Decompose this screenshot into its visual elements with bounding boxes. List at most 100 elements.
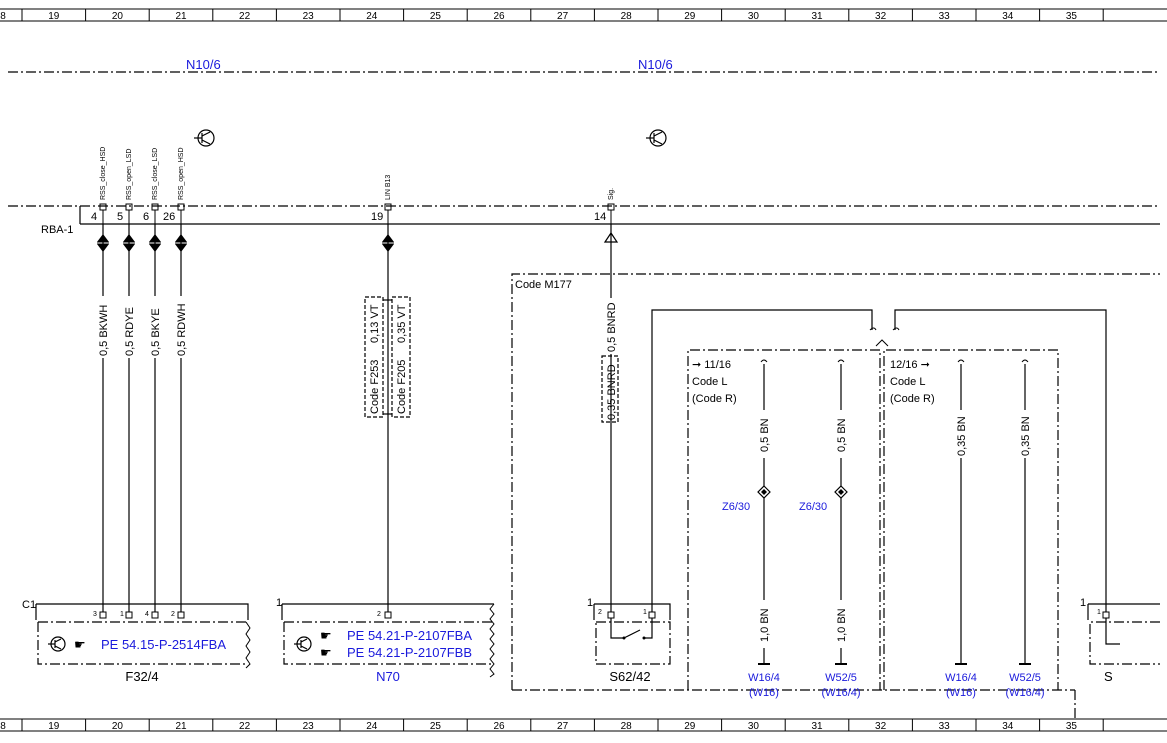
connector-label: 1 [276, 597, 282, 609]
ruler-column-label: 21 [175, 11, 187, 22]
ground-label[interactable]: W16/4 [945, 672, 977, 684]
pin-number: 26 [163, 211, 175, 223]
ruler-column-label: 22 [239, 721, 251, 732]
svg-text:2: 2 [598, 609, 602, 616]
pin-signal: Sig. [608, 188, 615, 200]
splice-icon [757, 485, 771, 499]
wire-label: 0,5 RDYE [124, 307, 136, 356]
ground-label-alt[interactable]: (W16/4) [1005, 687, 1044, 699]
splice-icon [834, 485, 848, 499]
code-box-outline [511, 273, 1160, 690]
component-name[interactable]: N70 [376, 669, 400, 684]
ruler-column-label: 24 [366, 721, 378, 732]
pin-signal: RSS_open_LSD [126, 149, 133, 200]
ruler-column-label: 22 [239, 11, 251, 22]
module-label-left[interactable]: N10/6 [186, 57, 221, 72]
branch-ref: 12/16 ➞ [890, 359, 930, 371]
ruler-column-label: 30 [748, 721, 760, 732]
pin-number: 6 [143, 211, 149, 223]
wire-label: 0,5 BKYE [150, 308, 162, 356]
pin-terminals [99, 203, 615, 224]
splice-label[interactable]: Z6/30 [722, 501, 750, 513]
ruler-column-label: 26 [493, 11, 505, 22]
pin-signal: RSS_close_LSD [152, 148, 159, 200]
branch-ref: ➞ 11/16 [692, 359, 731, 371]
ruler-column-label: 20 [112, 11, 124, 22]
ground-label[interactable]: W52/5 [1009, 672, 1041, 684]
reference-link[interactable]: PE 54.21-P-2107FBA [347, 628, 472, 643]
ruler-column-label: 27 [557, 721, 569, 732]
ruler-column-label: 19 [48, 721, 60, 732]
pin-number: 4 [91, 211, 97, 223]
branch-alt: (Code R) [692, 393, 737, 405]
connector-label: C1 [22, 599, 36, 611]
ruler-column-label: 28 [621, 721, 633, 732]
ruler-column-label: 33 [939, 11, 951, 22]
pin-signal: RSS_open_HSD [178, 147, 185, 200]
svg-text:1: 1 [120, 611, 124, 618]
wire-label: 0,5 BNRD [606, 302, 618, 352]
branch-code: Code L [890, 376, 925, 388]
ruler-column-label: 23 [303, 11, 315, 22]
ruler-column-label: 23 [303, 721, 315, 732]
wire-label: 0,35 VT [396, 304, 408, 343]
ruler-column-label: 32 [875, 721, 887, 732]
branch-box-2 [883, 349, 1059, 690]
ecu-symbol-icon [294, 636, 312, 652]
ruler-column-label: 31 [811, 721, 823, 732]
ruler-column-label: 27 [557, 11, 569, 22]
ruler-column-label: 29 [684, 721, 696, 732]
reference-hand-icon: ☛ [320, 628, 332, 643]
pin-number: 5 [117, 211, 123, 223]
connector-label: 1 [1080, 597, 1086, 609]
ground-label-alt[interactable]: (W16) [946, 687, 976, 699]
pin-signal: LIN B13 [385, 175, 392, 200]
component-f32: C1 3 1 4 2 [22, 599, 251, 669]
code-box-label: Code M177 [515, 279, 572, 291]
ruler-column-label: 25 [430, 11, 442, 22]
reference-link[interactable]: PE 54.15-P-2514FBA [101, 637, 226, 652]
ruler-column-label: 34 [1002, 11, 1014, 22]
wire-label: 1,0 BN [836, 608, 848, 642]
bottom-ruler: 181920212223242526272829303132333435 [0, 718, 1167, 732]
connector-rba-label: RBA-1 [41, 224, 73, 236]
ruler-column-label: 18 [0, 11, 6, 22]
component-name: F32/4 [125, 669, 158, 684]
wire-label: 0,13 VT [369, 304, 381, 343]
wires-f32 [96, 224, 188, 612]
component-name: S62/42 [609, 669, 650, 684]
ground-label[interactable]: W52/5 [825, 672, 857, 684]
ground-label-alt[interactable]: (W16/4) [821, 687, 860, 699]
ground-wires [757, 359, 1032, 665]
branch-box-1 [687, 349, 881, 690]
bidirectional-arrow-icon [97, 234, 394, 252]
ground-label-alt[interactable]: (W16) [749, 687, 779, 699]
component-name: S [1104, 669, 1113, 684]
splice-label[interactable]: Z6/30 [799, 501, 827, 513]
ruler-column-label: 19 [48, 11, 60, 22]
wire-label: 0,5 BKWH [98, 305, 110, 356]
ruler-column-label: 35 [1066, 721, 1078, 732]
connector-label: 1 [587, 597, 593, 609]
wire-label: 0,5 BN [759, 418, 771, 452]
ruler-column-label: 31 [811, 11, 823, 22]
reference-hand-icon: ☛ [74, 637, 86, 652]
module-label-right[interactable]: N10/6 [638, 57, 673, 72]
top-ruler: 181920212223242526272829303132333435 [0, 8, 1167, 22]
component-n70: 1 2 [276, 597, 495, 678]
ruler-column-label: 20 [112, 721, 124, 732]
wire-label: 0,5 BN [836, 418, 848, 452]
s-feed-wire [894, 309, 1107, 612]
pin-signal: RSS_close_HSD [100, 147, 107, 200]
variant-box [601, 355, 619, 423]
branch-alt: (Code R) [890, 393, 935, 405]
wire-label: 0,35 BN [956, 416, 968, 456]
ruler-column-label: 25 [430, 721, 442, 732]
ground-label[interactable]: W16/4 [748, 672, 780, 684]
ruler-column-label: 21 [175, 721, 187, 732]
svg-text:2: 2 [171, 611, 175, 618]
component-s62: 1 2 1 [587, 597, 671, 665]
ruler-column-label: 28 [621, 11, 633, 22]
reference-link[interactable]: PE 54.21-P-2107FBB [347, 645, 472, 660]
